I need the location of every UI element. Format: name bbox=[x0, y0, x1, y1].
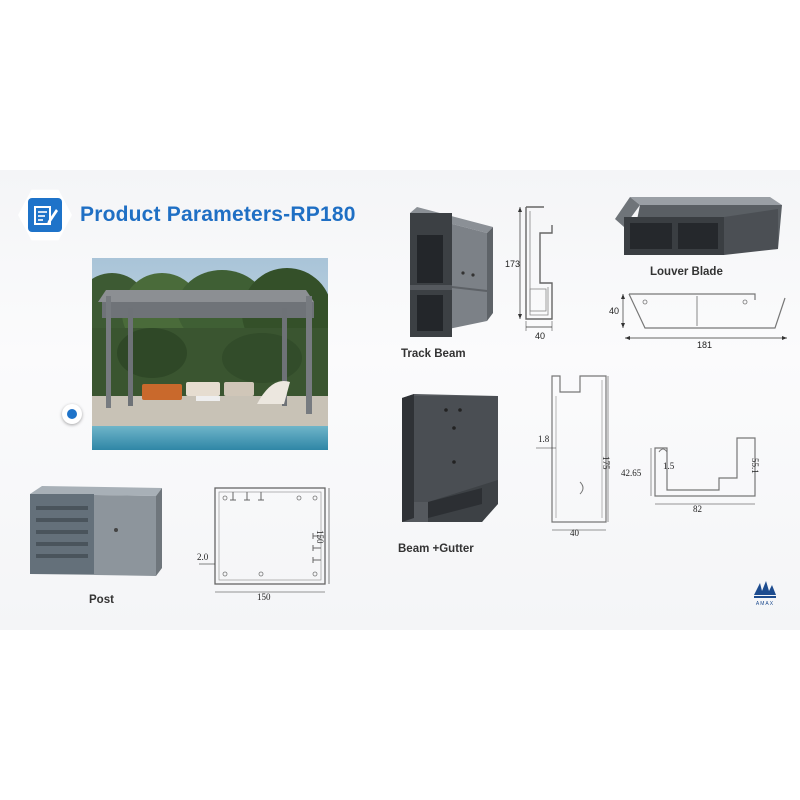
beam-gutter-3d bbox=[402, 394, 498, 522]
track-beam-label: Track Beam bbox=[401, 348, 466, 360]
gutter-height-dim: 42.65 bbox=[621, 468, 642, 478]
track-beam-height-dim: 173 bbox=[505, 259, 520, 269]
post-height-dim: 150 bbox=[315, 530, 325, 544]
post-drawing: 2.0 150 150 bbox=[197, 487, 330, 602]
gutter-wall-dim: 1.5 bbox=[663, 461, 675, 471]
post-width-dim: 150 bbox=[257, 592, 271, 602]
header-badge bbox=[18, 189, 72, 241]
louver-blade-height-dim: 40 bbox=[609, 306, 619, 316]
pergola-photo bbox=[92, 258, 328, 450]
louver-blade-label: Louver Blade bbox=[650, 266, 723, 278]
beam-height-dim: 175 bbox=[601, 456, 610, 470]
track-beam-width-dim: 40 bbox=[535, 331, 545, 341]
gutter-depth-dim: 55.1 bbox=[750, 458, 760, 474]
track-beam-3d bbox=[410, 207, 493, 337]
louver-blade-3d bbox=[615, 197, 782, 255]
louver-blade-width-dim: 181 bbox=[697, 340, 712, 348]
carousel-indicator[interactable] bbox=[62, 404, 82, 424]
post-label: Post bbox=[89, 594, 114, 606]
post-wall-dim: 2.0 bbox=[197, 552, 209, 562]
logo-text: AMAX bbox=[756, 601, 774, 607]
track-beam-drawing: 173 40 bbox=[505, 206, 553, 341]
post-3d bbox=[30, 486, 162, 576]
beam-width-dim: 40 bbox=[570, 528, 580, 538]
beam-gutter-label: Beam +Gutter bbox=[398, 543, 474, 555]
gutter-width-dim: 82 bbox=[693, 504, 702, 514]
page-title: Product Parameters-RP180 bbox=[80, 203, 356, 226]
brand-logo: AMAX bbox=[754, 581, 776, 607]
edit-document-icon bbox=[34, 206, 58, 225]
beam-drawing: 1.8 175 40 bbox=[536, 375, 610, 538]
beam-wall-dim: 1.8 bbox=[538, 434, 550, 444]
gutter-drawing: 42.65 1.5 55.1 82 bbox=[621, 437, 760, 514]
louver-blade-drawing: 40 181 bbox=[609, 293, 787, 348]
